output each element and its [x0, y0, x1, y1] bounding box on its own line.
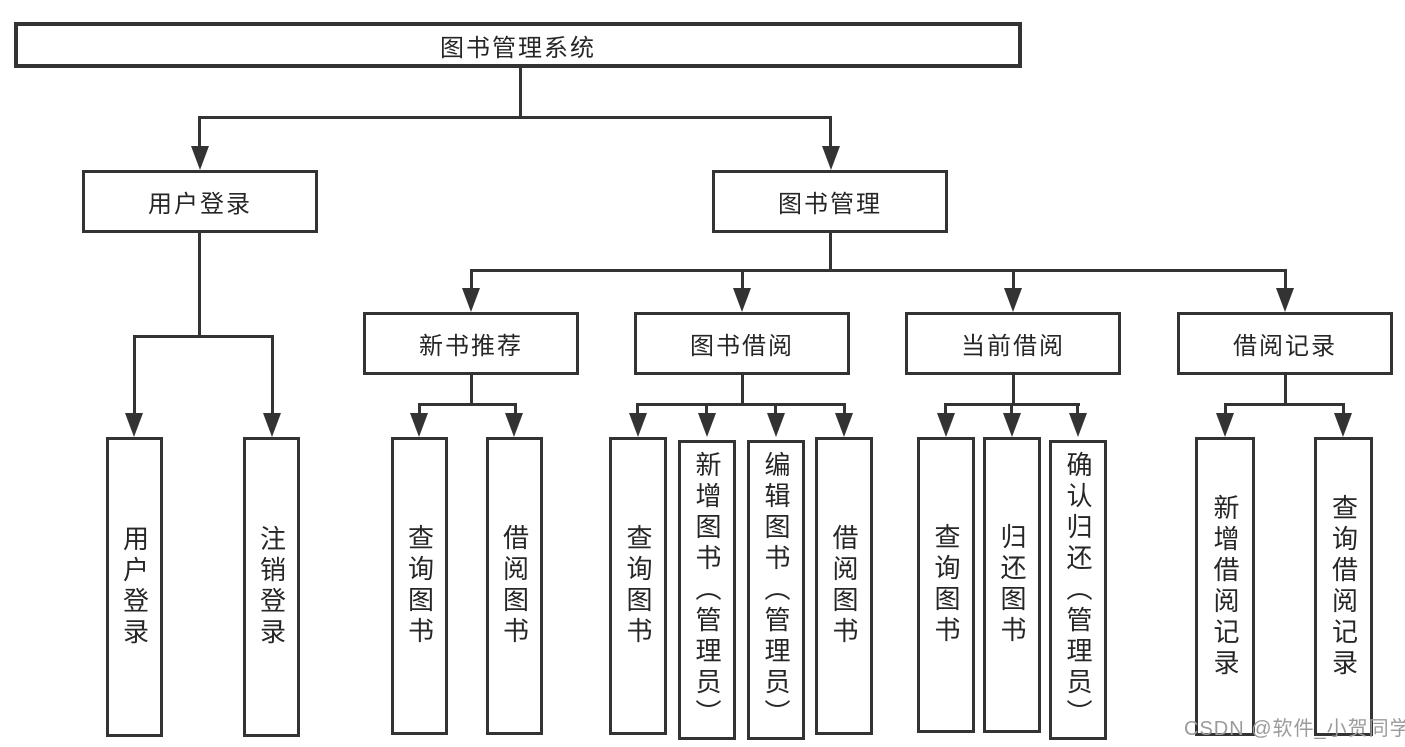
connector-stem [1342, 403, 1345, 417]
leaf-record-add-record-label: 新增借阅记录 [1210, 493, 1240, 680]
leaf-borrow-query-books-label: 查询图书 [623, 524, 653, 648]
leaf-user-login-label: 用户登录 [119, 525, 150, 649]
node-book-borrowing: 图书借阅 [634, 312, 850, 375]
node-current-borrowing: 当前借阅 [905, 312, 1121, 375]
arrow-down-icon [733, 288, 751, 312]
node-borrowing-records-label: 借阅记录 [1233, 333, 1337, 360]
connector-stem [418, 403, 421, 417]
connector-stem [1284, 269, 1287, 291]
leaf-recommend-borrow-books-label: 借阅图书 [499, 524, 530, 648]
connector-groupD-rail [1224, 403, 1345, 406]
connector-stem [470, 269, 473, 291]
arrow-down-icon [1003, 413, 1021, 437]
leaf-borrow-query-books: 查询图书 [609, 437, 667, 735]
leaf-borrow-edit-books-admin: 编辑图书（管理员） [747, 440, 805, 740]
leaf-current-return-books: 归还图书 [983, 437, 1041, 733]
connector-root-stem [519, 68, 522, 118]
connector-level2-rail [198, 116, 832, 119]
leaf-recommend-query-books: 查询图书 [391, 437, 448, 735]
watermark: CSDN @软件_小贺同学 [1184, 718, 1405, 740]
connector-groupA-rail [418, 403, 517, 406]
arrow-down-icon [1276, 288, 1294, 312]
node-user-login-label: 用户登录 [148, 191, 252, 218]
connector-stem [829, 233, 832, 271]
connector-level3-rail [470, 269, 1287, 272]
connector-stem [1224, 403, 1227, 417]
leaf-record-query-record-label: 查询借阅记录 [1328, 493, 1359, 680]
node-new-book-recommendation-label: 新书推荐 [419, 333, 523, 360]
arrow-down-icon [937, 413, 955, 437]
arrow-down-icon [629, 413, 647, 437]
node-root: 图书管理系统 [14, 22, 1022, 68]
connector-stem [470, 375, 473, 406]
arrow-down-icon [698, 413, 716, 437]
arrow-down-icon [462, 288, 480, 312]
connector-stem [271, 335, 274, 415]
connector-groupB-rail [636, 403, 846, 406]
arrow-down-icon [263, 413, 281, 437]
connector-stem [774, 403, 777, 417]
leaf-borrow-add-books-admin: 新增图书（管理员） [678, 440, 736, 740]
leaf-borrow-add-books-admin-label: 新增图书（管理员） [692, 450, 722, 730]
connector-user-rail [133, 335, 274, 338]
node-book-management-label: 图书管理 [778, 191, 882, 218]
connector-stem [198, 116, 201, 148]
connector-stem [514, 403, 517, 417]
arrow-down-icon [191, 146, 209, 170]
node-root-label: 图书管理系统 [440, 34, 596, 62]
connector-stem [133, 335, 136, 415]
leaf-recommend-query-books-label: 查询图书 [404, 524, 435, 648]
connector-stem [741, 375, 744, 406]
connector-stem [1010, 403, 1013, 417]
node-new-book-recommendation: 新书推荐 [363, 312, 579, 375]
leaf-current-query-books-label: 查询图书 [931, 523, 961, 647]
leaf-logout-label: 注销登录 [256, 525, 287, 649]
leaf-current-query-books: 查询图书 [917, 437, 975, 733]
leaf-borrow-borrow-books: 借阅图书 [815, 437, 873, 735]
node-book-management: 图书管理 [712, 170, 948, 233]
arrow-down-icon [1004, 288, 1022, 312]
node-book-borrowing-label: 图书借阅 [690, 333, 794, 360]
node-borrowing-records: 借阅记录 [1177, 312, 1393, 375]
arrow-down-icon [505, 413, 523, 437]
leaf-borrow-edit-books-admin-label: 编辑图书（管理员） [761, 450, 791, 730]
node-user-login: 用户登录 [82, 170, 318, 233]
connector-stem [1012, 375, 1015, 406]
connector-stem [843, 403, 846, 417]
arrow-down-icon [1334, 413, 1352, 437]
connector-stem [1284, 375, 1287, 406]
arrow-down-icon [835, 413, 853, 437]
leaf-record-add-record: 新增借阅记录 [1195, 437, 1255, 736]
leaf-current-return-books-label: 归还图书 [997, 523, 1027, 647]
connector-stem [741, 269, 744, 291]
leaf-user-login: 用户登录 [106, 437, 163, 737]
connector-stem [1076, 403, 1079, 417]
arrow-down-icon [410, 413, 428, 437]
arrow-down-icon [1069, 413, 1087, 437]
arrow-down-icon [1216, 413, 1234, 437]
leaf-recommend-borrow-books: 借阅图书 [486, 437, 543, 735]
connector-stem [198, 233, 201, 338]
node-current-borrowing-label: 当前借阅 [961, 333, 1065, 360]
arrow-down-icon [822, 146, 840, 170]
connector-stem [944, 403, 947, 417]
connector-stem [1012, 269, 1015, 291]
leaf-current-confirm-return-admin: 确认归还（管理员） [1049, 440, 1107, 740]
arrow-down-icon [125, 413, 143, 437]
arrow-down-icon [767, 413, 785, 437]
leaf-borrow-borrow-books-label: 借阅图书 [829, 524, 859, 648]
leaf-record-query-record: 查询借阅记录 [1314, 437, 1373, 736]
leaf-logout: 注销登录 [243, 437, 300, 737]
connector-stem [705, 403, 708, 417]
leaf-current-confirm-return-admin-label: 确认归还（管理员） [1063, 450, 1093, 730]
connector-stem [829, 116, 832, 148]
connector-stem [636, 403, 639, 417]
